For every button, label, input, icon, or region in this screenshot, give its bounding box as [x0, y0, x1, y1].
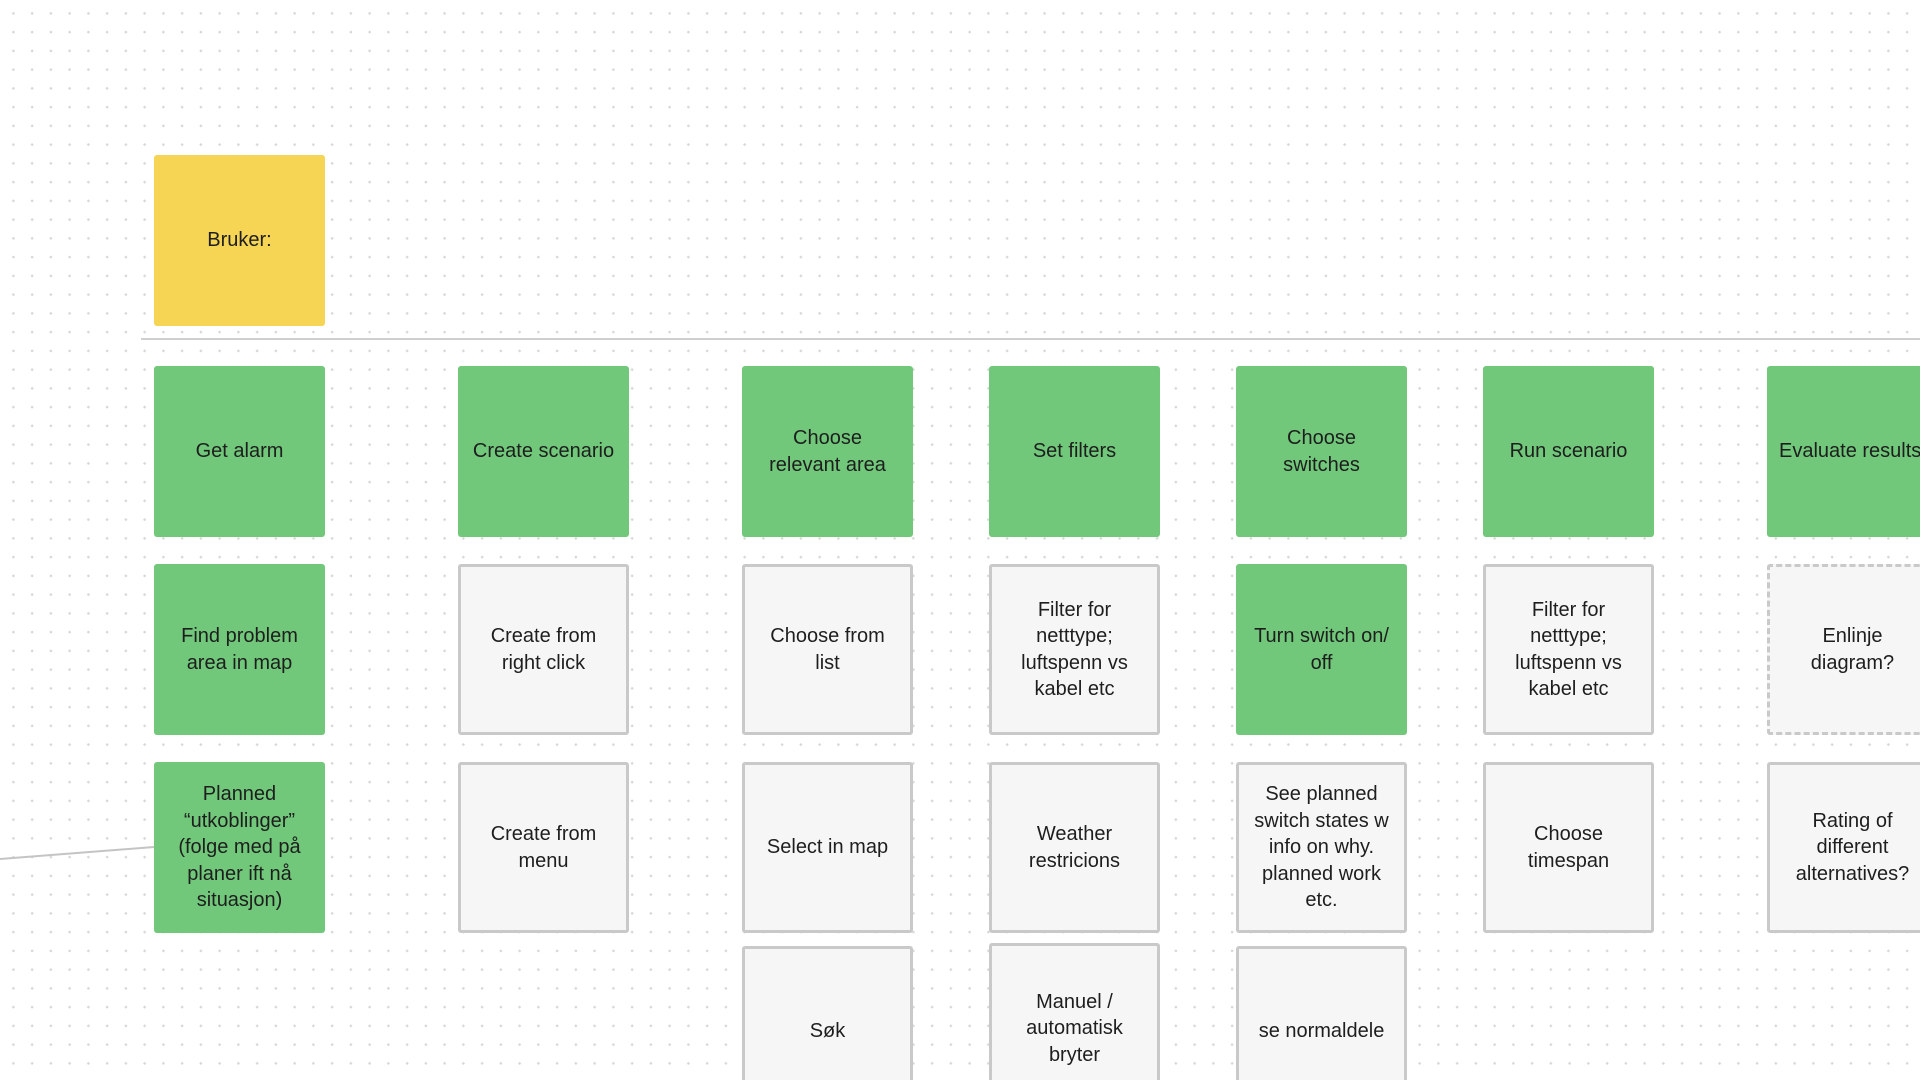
step-run-scenario[interactable]: Run scenario — [1483, 366, 1654, 537]
step-get-alarm[interactable]: Get alarm — [154, 366, 325, 537]
detail-se-normaldele[interactable]: se normaldele — [1236, 946, 1407, 1080]
detail-create-from-menu[interactable]: Create from menu — [458, 762, 629, 933]
detail-turn-switch-on-off[interactable]: Turn switch on/ off — [1236, 564, 1407, 735]
connector-line — [0, 846, 155, 860]
detail-filter-nettype-run[interactable]: Filter for netttype; luftspenn vs kabel … — [1483, 564, 1654, 735]
detail-enlinje-diagram[interactable]: Enlinje diagram? — [1767, 564, 1920, 735]
step-set-filters[interactable]: Set filters — [989, 366, 1160, 537]
detail-rating-alternatives[interactable]: Rating of different alternatives? — [1767, 762, 1920, 933]
step-evaluate-results[interactable]: Evaluate results — [1767, 366, 1920, 537]
detail-filter-nettype[interactable]: Filter for netttype; luftspenn vs kabel … — [989, 564, 1160, 735]
detail-choose-from-list[interactable]: Choose from list — [742, 564, 913, 735]
detail-select-in-map[interactable]: Select in map — [742, 762, 913, 933]
step-choose-switches[interactable]: Choose switches — [1236, 366, 1407, 537]
detail-sok[interactable]: Søk — [742, 946, 913, 1080]
step-choose-relevant-area[interactable]: Choose relevant area — [742, 366, 913, 537]
detail-planned-switch-states[interactable]: See planned switch states w info on why.… — [1236, 762, 1407, 933]
detail-manuel-automatisk-bryter[interactable]: Manuel / automatisk bryter — [989, 943, 1160, 1080]
detail-create-from-right-click[interactable]: Create from right click — [458, 564, 629, 735]
step-create-scenario[interactable]: Create scenario — [458, 366, 629, 537]
detail-choose-timespan[interactable]: Choose timespan — [1483, 762, 1654, 933]
detail-weather-restrictions[interactable]: Weather restricions — [989, 762, 1160, 933]
detail-find-problem-area[interactable]: Find problem area in map — [154, 564, 325, 735]
detail-planned-utkoblinger[interactable]: Planned “utkoblinger” (folge med på plan… — [154, 762, 325, 933]
role-sticky-note[interactable]: Bruker: — [154, 155, 325, 326]
swimlane-divider — [141, 338, 1920, 340]
